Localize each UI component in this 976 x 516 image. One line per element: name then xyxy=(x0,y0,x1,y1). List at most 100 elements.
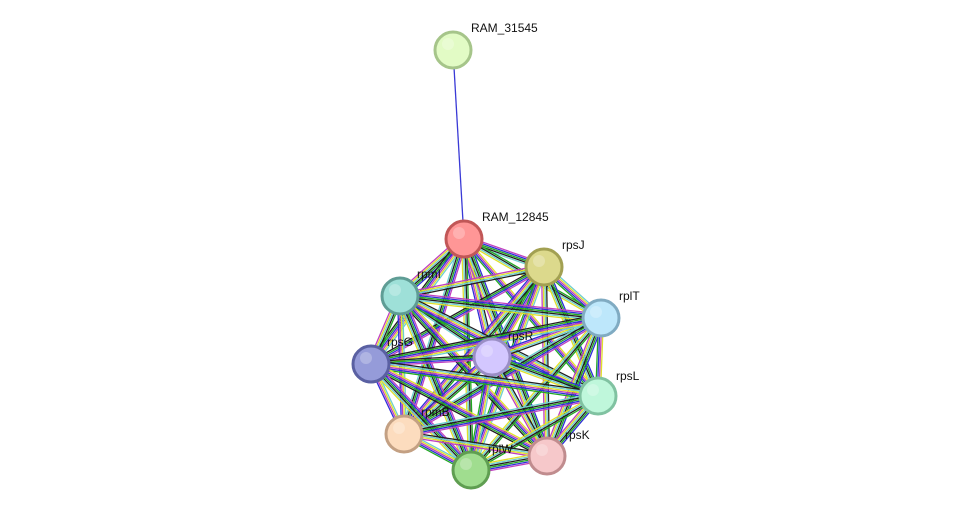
node-label-rplT: rplT xyxy=(619,289,640,303)
edge-rpsG-rplW xyxy=(371,363,473,470)
edge-rpsJ-rpmB xyxy=(402,266,544,434)
edge-rpsG-rpsL xyxy=(370,365,598,400)
node-highlight-rpsJ xyxy=(533,255,545,267)
edge-RAM_31545-RAM_12845 xyxy=(452,49,465,240)
node-label-rpsJ: rpsJ xyxy=(562,238,585,252)
edge-rpsG-rplW xyxy=(372,361,474,469)
edge-rpsG-rpsL xyxy=(371,359,599,393)
node-circle-RAM_31545[interactable] xyxy=(433,30,473,70)
node-circle-rpsL[interactable] xyxy=(578,376,618,416)
node-highlight-RAM_31545 xyxy=(442,38,454,50)
edge-rpsL-rpmB xyxy=(403,392,598,432)
edge-rpsG-rpsL xyxy=(371,362,599,396)
edge-rpsG-rplW xyxy=(373,360,475,468)
node-circle-RAM_12845[interactable] xyxy=(444,219,484,259)
node-highlight-rplT xyxy=(590,306,602,318)
edge-rplT-rplW xyxy=(472,319,604,472)
edge-rpmI-rplT xyxy=(399,299,601,323)
edge-rplT-rpsG xyxy=(370,313,601,361)
edge-rpsJ-rpmI xyxy=(399,265,544,296)
node-label-rpsG: rpsG xyxy=(387,335,413,349)
edge-rpsJ-rpsK xyxy=(545,266,551,456)
edge-rpmB-rpsK xyxy=(404,432,548,456)
edge-rpsR-rpmB xyxy=(406,359,496,438)
edge-rpsG-rpsL xyxy=(370,367,598,401)
edge-rpsG-rpsK xyxy=(369,366,546,460)
node-highlight-rpmI xyxy=(389,284,401,296)
node-circle-rpsK[interactable] xyxy=(527,436,567,476)
node-highlight-rplW xyxy=(460,458,472,470)
edge-rplT-rplW xyxy=(469,317,601,470)
node-label-rpsR: rpsR xyxy=(508,329,534,343)
node-highlight-rpmB xyxy=(393,422,405,434)
edge-rpsJ-rpmI xyxy=(400,268,545,299)
node-circle-rplT[interactable] xyxy=(581,298,621,338)
edge-rpsR-rpsG xyxy=(371,358,493,368)
node-rpsJ[interactable]: rpsJ xyxy=(524,238,585,287)
network-edges xyxy=(367,49,606,475)
node-highlight-rpsL xyxy=(587,384,599,396)
node-circle-rpsR[interactable] xyxy=(472,337,512,377)
edge-rpmI-rplT xyxy=(400,291,602,315)
edge-rplT-rpmB xyxy=(402,316,601,434)
edge-rpsL-rpmB xyxy=(403,393,598,434)
node-rpsL[interactable]: rpsL xyxy=(578,369,640,416)
edge-rpmI-rplT xyxy=(400,294,602,318)
node-RAM_31545[interactable]: RAM_31545 xyxy=(433,21,538,70)
node-RAM_12845[interactable]: RAM_12845 xyxy=(444,210,549,259)
edge-rpmI-rplT xyxy=(399,296,601,320)
node-label-rplW: rplW xyxy=(488,442,513,456)
edge-rpsG-rpsL xyxy=(370,364,598,398)
edge-rpsJ-rpmB xyxy=(401,265,543,433)
node-circle-rpsJ[interactable] xyxy=(524,247,564,287)
edge-rpsG-rplW xyxy=(367,366,469,474)
edge-rpmI-rplT xyxy=(399,297,601,322)
edge-rpsR-rpsG xyxy=(370,353,492,363)
node-circle-rplW[interactable] xyxy=(451,450,491,490)
edge-rpsJ-rpsK xyxy=(542,267,547,457)
node-rpsR[interactable]: rpsR xyxy=(472,329,534,377)
node-label-rpmI: rpmI xyxy=(417,267,441,281)
edge-rpmB-rpsK xyxy=(403,435,547,460)
node-highlight-rpsR xyxy=(481,345,493,357)
edge-rpsL-rplW xyxy=(471,396,599,472)
edge-rpsJ-rpmI xyxy=(400,267,545,298)
edge-rpmB-rpsK xyxy=(404,430,548,455)
edge-rpsJ-rpmI xyxy=(399,264,544,295)
node-label-rpmB: rpmB xyxy=(421,405,450,419)
node-label-rpsL: rpsL xyxy=(616,369,640,383)
node-highlight-rpsK xyxy=(536,444,548,456)
node-circle-rpmI[interactable] xyxy=(380,276,420,316)
edge-RAM_12845-rpmB xyxy=(403,238,465,435)
node-circle-rpsG[interactable] xyxy=(351,344,391,384)
node-rpsK[interactable]: rpsK xyxy=(527,428,590,476)
node-circle-rpmB[interactable] xyxy=(384,414,424,454)
edge-rpsG-rplW xyxy=(368,365,470,473)
edge-rpmB-rpsK xyxy=(403,434,547,458)
node-rplT[interactable]: rplT xyxy=(581,289,640,338)
edge-rpsL-rplW xyxy=(469,393,598,469)
node-rpmI[interactable]: rpmI xyxy=(380,267,441,316)
node-rpsG[interactable]: rpsG xyxy=(351,335,413,384)
edge-rplT-rplW xyxy=(468,316,600,469)
edge-rpsL-rplW xyxy=(470,394,598,470)
node-highlight-rpsG xyxy=(360,352,372,364)
edge-rpsL-rpmB xyxy=(404,398,599,438)
edge-rpsG-rpsK xyxy=(372,360,549,454)
edge-RAM_12845-rpmB xyxy=(406,239,468,436)
edge-RAM_12845-rpsL xyxy=(462,239,598,397)
node-highlight-RAM_12845 xyxy=(453,227,465,239)
edge-rpsR-rpsG xyxy=(371,357,493,366)
edge-rpsG-rpsL xyxy=(371,360,599,395)
edge-rpsL-rpmB xyxy=(403,395,599,435)
edge-rpsR-rpsG xyxy=(370,355,492,364)
edge-rpsG-rplW xyxy=(369,364,471,471)
edge-rplT-rpmB xyxy=(404,318,603,436)
node-rplW[interactable]: rplW xyxy=(451,442,513,490)
node-label-RAM_31545: RAM_31545 xyxy=(471,21,538,35)
edge-rpmI-rplT xyxy=(400,292,602,317)
node-label-RAM_12845: RAM_12845 xyxy=(482,210,549,224)
node-rpmB[interactable]: rpmB xyxy=(384,405,450,454)
